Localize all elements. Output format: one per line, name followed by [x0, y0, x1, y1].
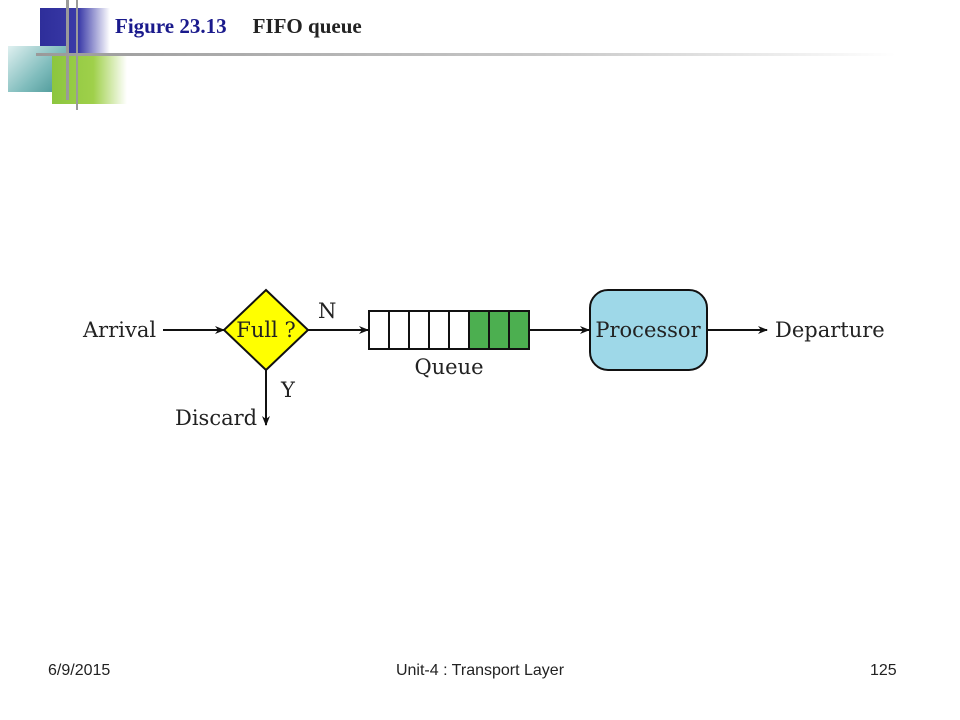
queue-cell-empty	[368, 310, 390, 350]
processor-label: Processor	[595, 318, 701, 342]
queue-cell-filled	[488, 310, 510, 350]
yes-branch-label: Y	[280, 378, 296, 402]
queue-cell-empty	[448, 310, 470, 350]
decor-title-underline	[36, 53, 896, 56]
footer-date: 6/9/2015	[48, 662, 111, 679]
queue-cell-filled	[468, 310, 490, 350]
decor-green-block	[52, 54, 127, 104]
arrival-label: Arrival	[82, 318, 156, 342]
queue-cell-empty	[428, 310, 450, 350]
decision-label: Full ?	[236, 318, 295, 342]
no-branch-label: N	[318, 299, 336, 323]
figure-title: FIFO queue	[252, 14, 362, 38]
footer-page-number: 125	[870, 662, 897, 679]
discard-label: Discard	[175, 406, 257, 430]
queue-label: Queue	[414, 355, 483, 379]
queue-cell-empty	[388, 310, 410, 350]
decor-vertical-line	[66, 0, 69, 100]
slide-title: Figure 23.13 FIFO queue	[115, 14, 362, 39]
footer-title: Unit-4 : Transport Layer	[395, 662, 565, 679]
departure-label: Departure	[775, 318, 885, 342]
queue-cell-filled	[508, 310, 530, 350]
queue-cell-empty	[408, 310, 430, 350]
figure-label: Figure 23.13	[115, 14, 227, 38]
queue-buffer	[368, 310, 530, 350]
